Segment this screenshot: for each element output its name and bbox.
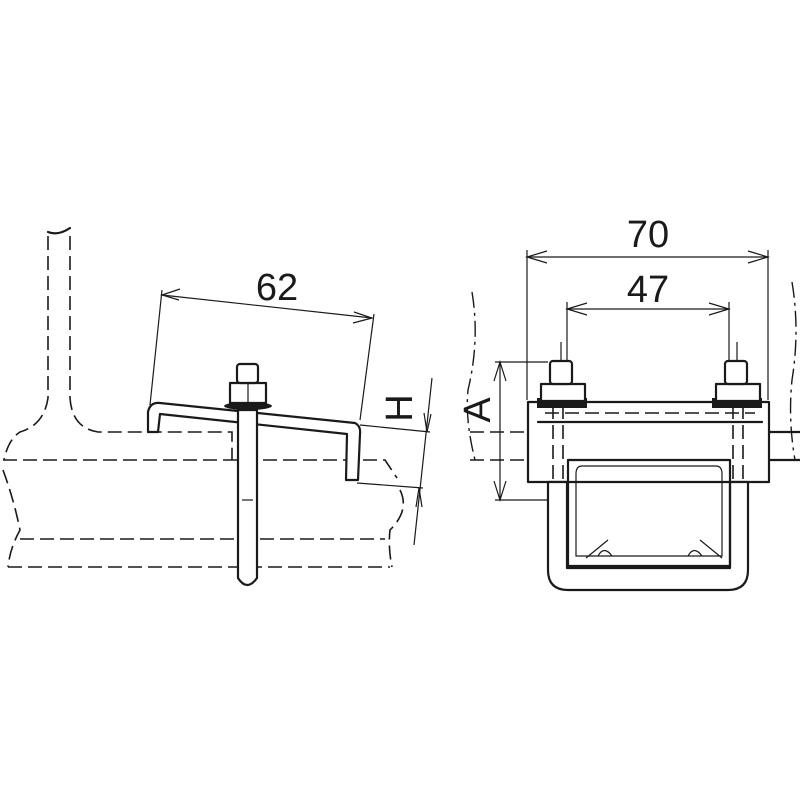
- clamp-plate: [146, 401, 362, 482]
- dimension-47-label: 47: [627, 269, 669, 311]
- nut-right: [714, 382, 762, 403]
- support-post: [3, 226, 233, 461]
- dimension-h: H: [356, 377, 433, 546]
- side-view: 62 H: [2, 226, 433, 587]
- dimension-a: A: [457, 360, 548, 502]
- bolts-nuts: [537, 342, 762, 408]
- front-view: 70 47 A: [457, 214, 800, 592]
- nut-left: [539, 382, 587, 403]
- dimension-h-label: H: [379, 394, 421, 421]
- bolt-end: [235, 362, 260, 385]
- dimension-a-label: A: [457, 397, 499, 423]
- dimension-47: 47: [564, 269, 732, 360]
- dimension-70-label: 70: [627, 214, 669, 256]
- tray-outline: [2, 459, 405, 568]
- dimension-62-label: 62: [256, 267, 298, 309]
- dimension-70: 70: [524, 214, 771, 400]
- bolt: [224, 362, 272, 587]
- cable-channel: [566, 458, 732, 568]
- u-bolt: [546, 405, 750, 592]
- dimension-62: 62: [149, 267, 375, 421]
- tray-section-lines: [466, 281, 800, 462]
